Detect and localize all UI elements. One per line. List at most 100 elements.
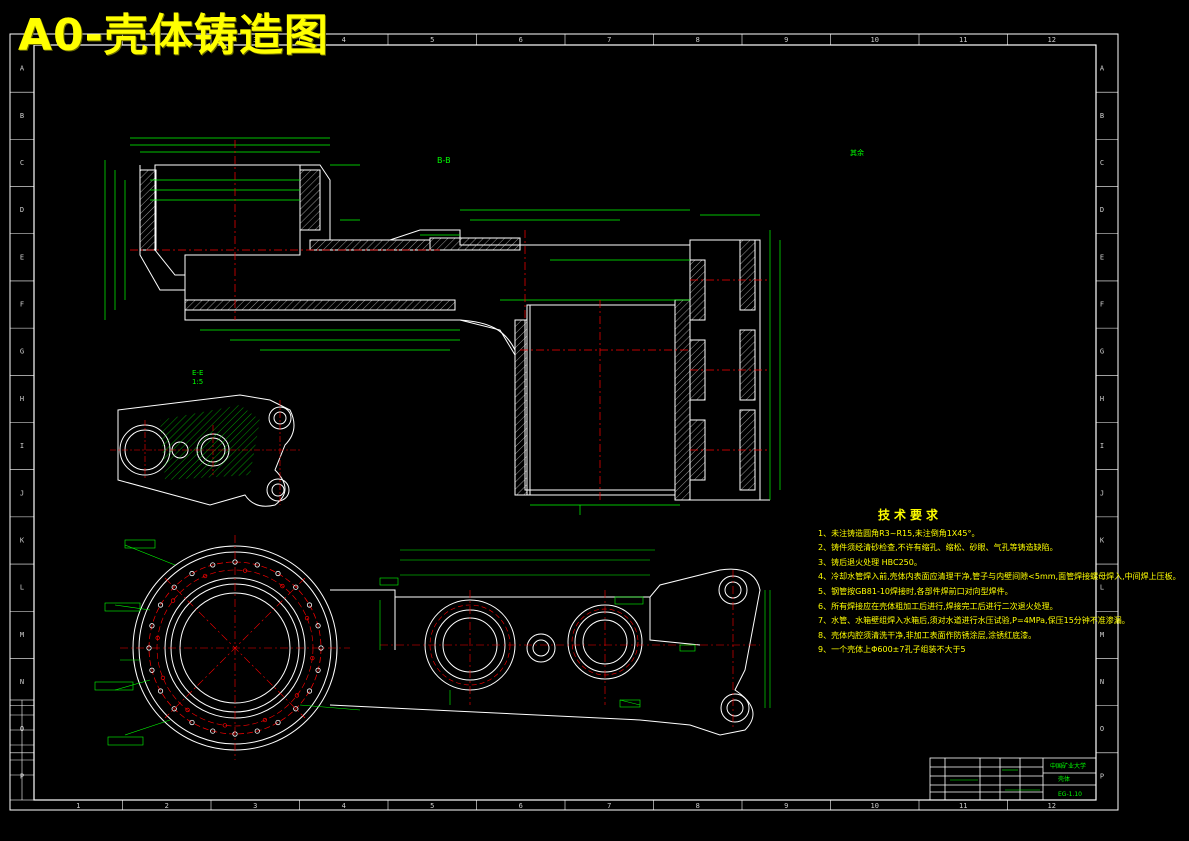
bolt-hole: [275, 570, 281, 577]
inner-bolt-hole: [222, 723, 228, 728]
grid-row-label: N: [1100, 678, 1104, 686]
requirement-item: 3、铸后退火处理 HBC250。: [818, 557, 922, 567]
grid-row-label: L: [1100, 584, 1104, 592]
bolt-hole: [189, 570, 195, 577]
requirement-item: 7、水管、水箱壁组焊入水箱后,须对水道进行水压试验,P=4MPa,保压15分钟不…: [818, 616, 1130, 626]
grid-row-label: M: [1100, 631, 1104, 639]
centerlines-main: [130, 140, 770, 500]
bolt-hole: [149, 667, 155, 673]
grid-row-label: F: [1100, 301, 1104, 309]
grid-row-label: G: [20, 348, 24, 356]
bolt-hole: [275, 719, 281, 726]
bolt-hole: [171, 584, 177, 590]
inner-bolt-hole: [185, 707, 190, 713]
flange-bolt-circle: [148, 561, 322, 735]
grid-column-label: 10: [871, 36, 879, 44]
bolt-hole: [306, 688, 313, 694]
grid-column-label: 2: [165, 36, 169, 44]
grid-row-label: I: [20, 442, 24, 450]
grid-row-label: P: [1100, 772, 1104, 780]
grid-column-label: 2: [165, 802, 169, 810]
grid-column-label: 1: [76, 36, 80, 44]
revision-strip: [9, 699, 35, 801]
bolt-hole: [210, 728, 216, 734]
requirement-item: 2、铸件须经清砂检查,不许有缩孔、缩松、砂眼、气孔等铸造缺陷。: [818, 543, 1058, 553]
requirement-item: 6、所有焊接应在壳体粗加工后进行,焊接完工后进行二次退火处理。: [818, 601, 1058, 611]
grid-row-label: I: [1100, 442, 1104, 450]
grid-column-label: 8: [696, 36, 700, 44]
grid-column-label: 6: [519, 802, 523, 810]
grid-row-label: C: [20, 159, 24, 167]
grid-row-label: D: [20, 206, 24, 214]
dimension-lines-main: [104, 137, 781, 515]
requirement-item: 5、钢管按GB81-10焊接时,各部件焊前口对向型焊件。: [818, 586, 1013, 596]
grid-column-label: 12: [1048, 802, 1056, 810]
grid-row-label: A: [20, 65, 25, 73]
inner-bolt-hole: [170, 598, 176, 603]
flange-bolt-holes: [146, 559, 324, 737]
bolt-hole: [210, 562, 216, 568]
arm-body-view: [329, 568, 761, 736]
inner-bolt-hole: [280, 583, 285, 589]
grid-row-label: G: [1100, 348, 1104, 356]
bolt-hole: [146, 645, 152, 651]
grid-row-label: J: [1100, 489, 1104, 497]
grid-row-label: E: [1100, 253, 1104, 261]
grid-row-label: F: [20, 301, 24, 309]
section-label-bb: B-B: [437, 156, 451, 165]
grid-column-label: 7: [607, 802, 611, 810]
bolt-hole: [293, 706, 299, 712]
section-scale-ee: 1:5: [192, 378, 203, 386]
title-block-school: 中国矿业大学: [1050, 762, 1086, 770]
inner-bolt-hole: [262, 717, 268, 723]
inner-bolt-hole: [160, 675, 166, 681]
section-label-ee: E-E: [192, 369, 203, 377]
ee-hatch-regions: [160, 405, 260, 480]
grid-row-label: D: [1100, 206, 1104, 214]
inner-bolt-hole: [310, 655, 315, 661]
flange-centerlines: [120, 535, 350, 760]
bolt-hole: [157, 688, 164, 694]
bolt-hole: [171, 706, 177, 712]
grid-row-label: K: [1100, 536, 1105, 544]
bolt-hole: [254, 562, 260, 568]
grid-row-label: O: [1100, 725, 1104, 733]
grid-column-label: 8: [696, 802, 700, 810]
title-block: [929, 757, 1097, 801]
bolt-hole: [232, 559, 238, 565]
bolt-hole: [157, 602, 164, 608]
grid-row-label: B: [1100, 112, 1104, 120]
grid-row-label: N: [20, 678, 24, 686]
grid-column-label: 9: [784, 802, 788, 810]
inner-bolt-hole: [155, 635, 160, 641]
inner-bolt-hole: [242, 568, 248, 573]
title-block-drawing-no: EG-1.10: [1058, 791, 1082, 798]
grid-column-label: 6: [519, 36, 523, 44]
grid-row-label: H: [20, 395, 24, 403]
bolt-hole: [189, 719, 195, 726]
inner-bolt-hole: [294, 693, 300, 698]
page-title: A0-壳体铸造图: [18, 10, 329, 61]
requirement-item: 1、未注铸造圆角R3~R15,未注倒角1X45°。: [818, 528, 980, 538]
grid-column-label: 9: [784, 36, 788, 44]
grid-row-label: M: [20, 631, 24, 639]
grid-row-label: B: [20, 112, 24, 120]
inner-bolt-hole: [304, 615, 310, 621]
bolt-hole: [315, 667, 321, 673]
grid-column-label: 10: [871, 802, 879, 810]
bolt-hole: [149, 623, 155, 629]
grid-column-label: 12: [1048, 36, 1056, 44]
requirement-item: 4、冷却水管焊入前,壳体内表面应清理干净,管子与内壁间隙<5mm,面管焊接螺母焊…: [818, 572, 1181, 582]
roughness-note: 其余: [850, 148, 864, 157]
bolt-hole: [293, 584, 299, 590]
grid-column-label: 3: [253, 802, 257, 810]
grid-column-label: 1: [76, 802, 80, 810]
flange-leaders: [94, 539, 361, 746]
bolt-hole: [315, 623, 321, 629]
ee-centerlines: [110, 400, 300, 505]
grid-column-label: 5: [430, 36, 434, 44]
inner-bolt-hole: [202, 573, 208, 579]
grid-row-label: A: [1100, 65, 1105, 73]
